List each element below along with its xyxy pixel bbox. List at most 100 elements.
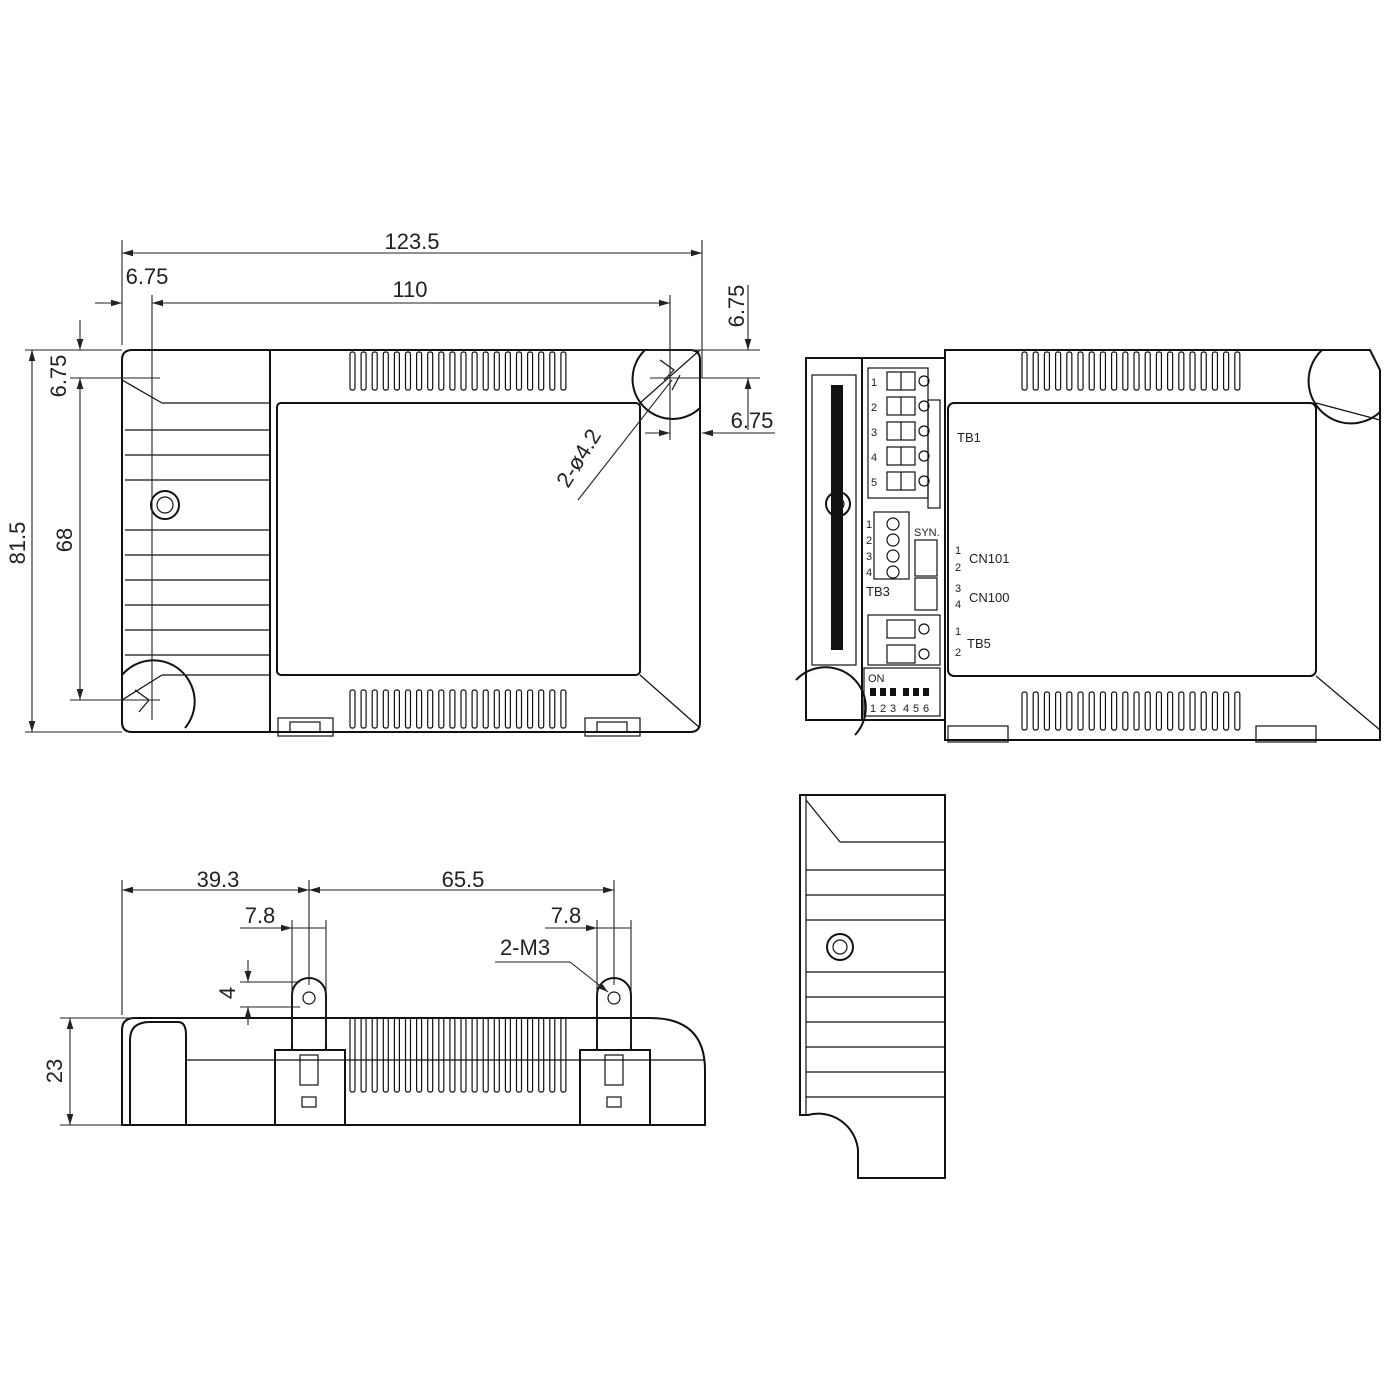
dim-left-top-offset: 6.75 <box>46 355 71 398</box>
vent-slot <box>560 351 567 391</box>
vent-slot <box>1155 691 1163 731</box>
vent-slot <box>1099 691 1107 731</box>
vent-slot <box>393 689 400 729</box>
dim-overall-length: 123.5 <box>384 229 439 254</box>
vent-slot <box>549 689 556 729</box>
vent-slot <box>1122 351 1129 391</box>
vent-slot <box>438 1017 445 1093</box>
screw-icon <box>150 490 180 520</box>
dip-switch-4 <box>903 688 909 696</box>
vent-slot <box>471 351 478 391</box>
vent-slot <box>1166 691 1174 731</box>
vent-slot <box>493 689 500 729</box>
vent-slot <box>1032 691 1039 731</box>
vent-slot <box>1222 691 1230 731</box>
vent-slot <box>416 351 423 391</box>
vent-slot <box>1043 351 1051 391</box>
vent-slot <box>493 1017 500 1093</box>
vent-slot <box>382 689 389 729</box>
vent-slot <box>1200 351 1207 391</box>
vent-slot <box>1211 691 1219 731</box>
vent-slot <box>493 351 500 391</box>
vent-slot <box>526 1017 534 1093</box>
vent-slot <box>1066 351 1073 391</box>
mounting-slot-icon <box>631 349 701 420</box>
tb1-label: TB1 <box>957 430 981 445</box>
screw-icon <box>918 425 930 437</box>
vent-slot <box>1133 691 1140 731</box>
vent-slot <box>1211 351 1219 391</box>
dip-on-label: ON <box>868 673 885 685</box>
tb3-label: TB3 <box>866 584 890 599</box>
dip-pin-1: 1 <box>870 703 876 715</box>
vent-slot <box>416 689 423 729</box>
vent-slot <box>382 1017 389 1093</box>
tb1-pin-1: 1 <box>871 377 877 389</box>
vent-slot <box>1021 351 1028 391</box>
vent-slot <box>438 689 445 729</box>
hole-callout: 2-ø4.2 <box>551 424 606 491</box>
vent-slot <box>1234 691 1241 731</box>
vent-slot <box>504 1017 511 1093</box>
vent-slot <box>438 351 445 391</box>
vent-slot <box>538 351 545 391</box>
dip-switch-3 <box>890 688 896 696</box>
side-view: 39.3 65.5 7.8 7.8 2-M3 4 23 <box>42 867 706 1126</box>
vent-slot <box>482 1017 489 1093</box>
tb5-pin-1: 1 <box>955 626 961 638</box>
vent-slot <box>449 689 456 729</box>
screw-icon <box>886 517 900 531</box>
vent-slot <box>404 351 412 391</box>
dim-hole-spacing-width: 68 <box>52 528 77 552</box>
vent-slot <box>1088 351 1095 391</box>
vent-slot <box>393 1017 400 1093</box>
tb3-pin-3: 3 <box>866 551 872 563</box>
vent-slot <box>427 1017 434 1093</box>
vent-slot <box>1222 351 1230 391</box>
dim-left-offset: 6.75 <box>126 264 169 289</box>
vent-slot <box>515 1017 523 1093</box>
vent-slot <box>526 689 534 729</box>
vent-slot <box>538 689 545 729</box>
vent-slot <box>349 689 356 729</box>
screw-icon <box>886 549 900 563</box>
screw-icon <box>918 450 930 462</box>
dip-switch-5 <box>913 688 919 696</box>
dip-pin-5: 5 <box>913 703 919 715</box>
screw-icon <box>918 623 930 635</box>
terminal-slot <box>886 619 916 639</box>
vent-slot <box>560 689 567 729</box>
vent-slot <box>504 351 511 391</box>
vent-slot <box>1234 351 1241 391</box>
dim-hole-offset: 4 <box>215 987 240 999</box>
clamp-right <box>579 977 651 1126</box>
clamp-left <box>274 977 346 1126</box>
vent-slot <box>1133 351 1140 391</box>
vent-slot <box>515 351 523 391</box>
screw-icon <box>886 565 900 579</box>
dip-switch-6 <box>923 688 929 696</box>
dim-clamp-spacing: 65.5 <box>442 867 485 892</box>
cn100-pin-3: 3 <box>955 583 961 595</box>
vent-slot <box>1144 351 1151 391</box>
top-view: 123.5 110 6.75 6.75 6.75 2-ø4.2 81.5 68 … <box>5 229 775 737</box>
vent-slot <box>360 351 367 391</box>
vent-slot <box>471 1017 478 1093</box>
vent-slot <box>349 1017 356 1093</box>
dip-pin-4: 4 <box>903 703 909 715</box>
screw-callout: 2-M3 <box>500 935 550 960</box>
vent-slot <box>371 351 378 391</box>
vent-slot <box>1155 351 1163 391</box>
vent-slot <box>1032 351 1039 391</box>
screw-icon <box>918 375 930 387</box>
vent-slot <box>1144 691 1151 731</box>
screw-icon <box>918 475 930 487</box>
vent-slot <box>560 1017 567 1093</box>
vent-slot <box>449 351 456 391</box>
dip-pin-2: 2 <box>880 703 886 715</box>
vent-slot <box>371 1017 378 1093</box>
vent-slot <box>382 351 389 391</box>
vent-slot <box>1122 691 1129 731</box>
